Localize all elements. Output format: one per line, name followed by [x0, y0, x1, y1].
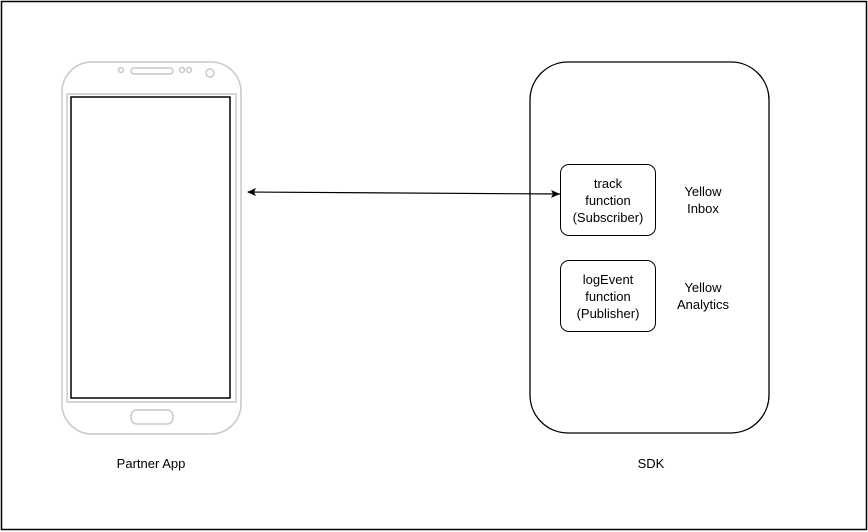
- yellow-analytics-line-1: Yellow: [684, 280, 722, 295]
- track-function-box: track function (Subscriber): [560, 164, 656, 236]
- yellow-inbox-line-1: Yellow: [684, 184, 722, 199]
- yellow-analytics-label: Yellow Analytics: [664, 279, 742, 313]
- track-function-line-1: track: [593, 175, 623, 191]
- smartphone-icon: [61, 61, 242, 435]
- logevent-function-line-2: function: [585, 288, 631, 304]
- yellow-inbox-label: Yellow Inbox: [668, 183, 738, 217]
- track-function-line-2: function: [585, 192, 631, 208]
- track-function-line-3: (Subscriber): [572, 209, 644, 225]
- logevent-function-line-1: logEvent: [582, 271, 634, 287]
- sdk-container: [529, 61, 770, 434]
- logevent-function-box: logEvent function (Publisher): [560, 260, 656, 332]
- partner-app-label: Partner App: [116, 456, 186, 471]
- connection-arrow: [247, 188, 561, 198]
- sdk-label: SDK: [637, 456, 665, 471]
- yellow-analytics-line-2: Analytics: [676, 297, 730, 312]
- logevent-function-line-3: (Publisher): [576, 305, 640, 321]
- yellow-inbox-line-2: Inbox: [687, 201, 719, 216]
